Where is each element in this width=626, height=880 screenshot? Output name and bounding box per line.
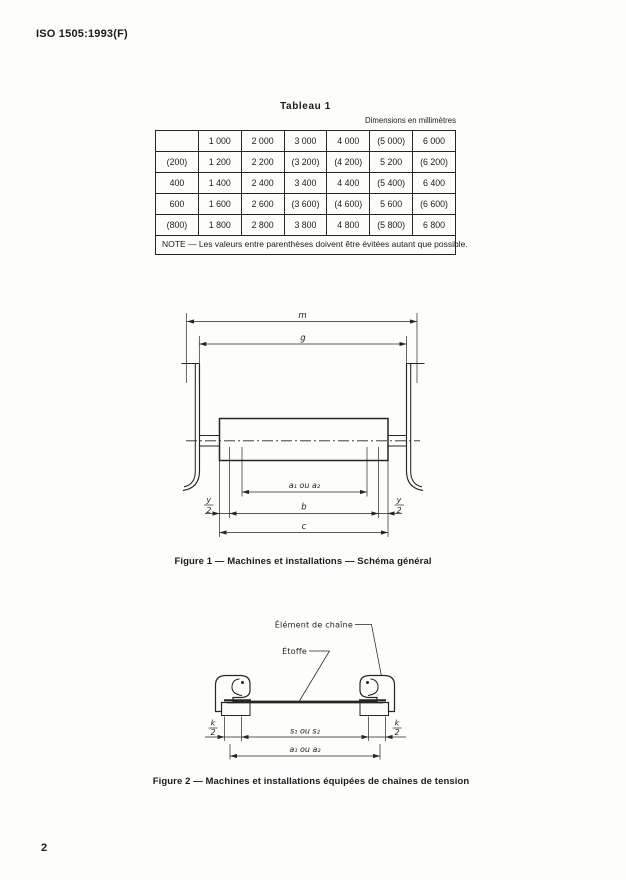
table-note: NOTE — Les valeurs entre parenthèses doi… xyxy=(155,234,468,256)
fig1-dimension-b: b xyxy=(205,503,402,516)
table-cell: 3 400 xyxy=(283,172,328,194)
table-cell: 1 200 xyxy=(197,151,242,173)
fig2-right-base xyxy=(359,702,389,716)
table-title: Tableau 1 xyxy=(280,101,331,112)
fig2-dimension-s: s₁ ou s₂ xyxy=(205,727,406,740)
fig2-label-chain-element: Élément de chaîne xyxy=(275,619,353,630)
table-cell: (5 400) xyxy=(369,172,414,194)
svg-text:2: 2 xyxy=(396,506,401,515)
svg-text:2: 2 xyxy=(206,506,211,515)
table-cell: (5 000) xyxy=(369,130,414,152)
table-cell: (800) xyxy=(155,214,199,236)
table-note-row: NOTE — Les valeurs entre parenthèses doi… xyxy=(155,234,468,256)
table-cell: 4 400 xyxy=(326,172,371,194)
table-cell: 400 xyxy=(155,172,199,194)
table-cell: 3 800 xyxy=(283,214,328,236)
fig2-left-base xyxy=(221,702,251,716)
fig2-label-a: a₁ ou a₂ xyxy=(289,745,321,754)
table-cell: 2 200 xyxy=(240,151,285,173)
table-cell: (3 200) xyxy=(283,151,328,173)
svg-text:k: k xyxy=(395,719,400,728)
fig1-label-y-half-left: y 2 xyxy=(204,496,214,515)
table-cell: 4 800 xyxy=(326,214,371,236)
figure1-drawing: m g xyxy=(181,311,425,537)
table-cell: 5 600 xyxy=(369,193,414,215)
fig1-dimension-g: g xyxy=(198,334,407,383)
page-number: 2 xyxy=(41,842,48,854)
table-row: 1 000 2 000 3 000 4 000 (5 000) 6 000 xyxy=(155,130,456,152)
table-cell: 4 000 xyxy=(326,130,371,152)
table-cell: (5 800) xyxy=(369,214,414,236)
table-cell: (200) xyxy=(155,151,199,173)
table-cell: 5 200 xyxy=(369,151,414,173)
table-cell: 1 000 xyxy=(197,130,242,152)
dimensions-table: 1 000 2 000 3 000 4 000 (5 000) 6 000 (2… xyxy=(155,130,468,256)
svg-text:k: k xyxy=(211,719,216,728)
fig1-label-a: a₁ ou a₂ xyxy=(289,481,321,490)
table-cell: 2 600 xyxy=(240,193,285,215)
table-cell: 2 000 xyxy=(240,130,285,152)
svg-text:y: y xyxy=(205,496,211,505)
table-cell: 6 000 xyxy=(412,130,456,152)
page-header: ISO 1505:1993(F) xyxy=(36,28,128,40)
fig2-label-fabric: Étoffe xyxy=(282,645,307,656)
table-cell xyxy=(155,130,199,152)
table-row: (800) 1 800 2 800 3 800 4 800 (5 800) 6 … xyxy=(155,214,456,236)
fig1-left-frame xyxy=(181,362,201,492)
fig1-dimension-a: a₁ ou a₂ xyxy=(242,481,367,495)
table-cell: 1 600 xyxy=(197,193,242,215)
figure2-drawing: Élément de chaîne Étoffe xyxy=(205,619,406,760)
table-cell: 600 xyxy=(155,193,199,215)
fig2-dimension-a: a₁ ou a₂ xyxy=(230,745,380,759)
fig1-dimension-c: c xyxy=(219,522,388,535)
table-cell: 1 400 xyxy=(197,172,242,194)
table-row: 600 1 600 2 600 (3 600) (4 600) 5 600 (6… xyxy=(155,193,456,215)
table-cell: (3 600) xyxy=(283,193,328,215)
fig1-right-frame xyxy=(405,362,425,492)
fig1-shaft xyxy=(199,435,407,447)
svg-text:y: y xyxy=(396,496,402,505)
fig2-label-s: s₁ ou s₂ xyxy=(290,727,321,736)
svg-text:2: 2 xyxy=(210,728,215,737)
fig2-right-clamp xyxy=(359,674,396,713)
figure1-caption: Figure 1 — Machines et installations — S… xyxy=(174,556,432,567)
fig1-label-m: m xyxy=(298,311,306,321)
table-row: (200) 1 200 2 200 (3 200) (4 200) 5 200 … xyxy=(155,151,456,173)
table-cell: 1 800 xyxy=(197,214,242,236)
svg-text:2: 2 xyxy=(394,728,399,737)
table-cell: (6 200) xyxy=(412,151,456,173)
table-cell: 3 000 xyxy=(283,130,328,152)
fig2-left-clamp xyxy=(214,674,251,713)
fig1-roller xyxy=(218,417,389,462)
fig1-dimension-m: m xyxy=(185,311,418,383)
fig1-label-y-half-right: y 2 xyxy=(394,496,404,515)
table-cell: (4 600) xyxy=(326,193,371,215)
table-cell: 6 800 xyxy=(412,214,456,236)
fig2-label-k-half-left: k 2 xyxy=(208,719,218,737)
fig2-callout-fabric: Étoffe xyxy=(282,645,331,701)
table-units-note: Dimensions en millimètres xyxy=(365,116,456,125)
table-cell: 2 800 xyxy=(240,214,285,236)
fig2-label-k-half-right: k 2 xyxy=(392,719,402,737)
table-cell: 6 400 xyxy=(412,172,456,194)
fig1-label-g: g xyxy=(300,334,306,344)
table-cell: (6 600) xyxy=(412,193,456,215)
fig1-label-b: b xyxy=(301,503,306,513)
table-cell: 2 400 xyxy=(240,172,285,194)
table-row: 400 1 400 2 400 3 400 4 400 (5 400) 6 40… xyxy=(155,172,456,194)
figure2-caption: Figure 2 — Machines et installations équ… xyxy=(152,776,470,787)
fig1-extension-lines xyxy=(219,447,389,537)
fig1-label-c: c xyxy=(302,522,307,532)
table-cell: (4 200) xyxy=(326,151,371,173)
